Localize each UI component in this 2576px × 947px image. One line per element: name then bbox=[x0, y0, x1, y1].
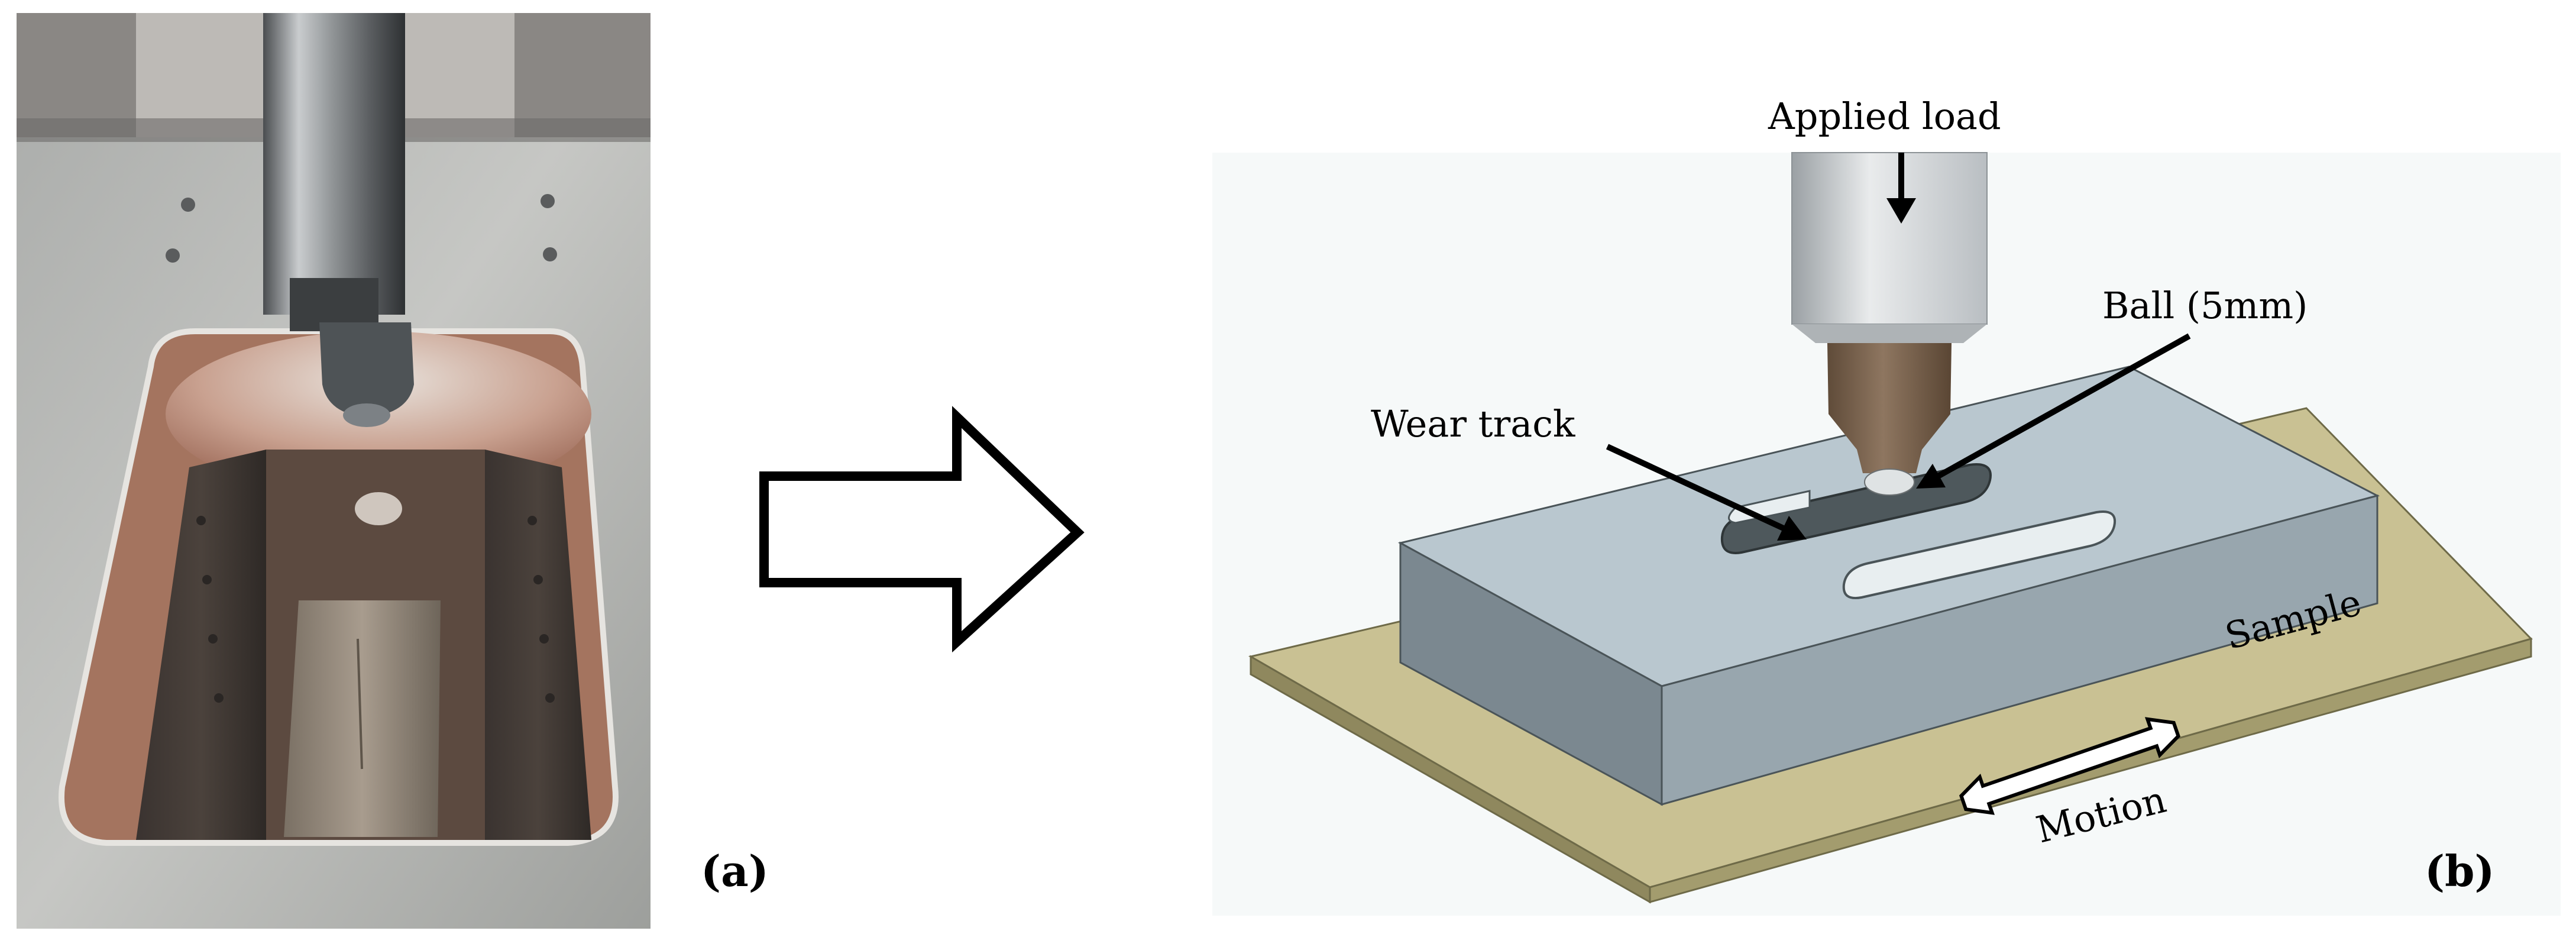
motion-double-arrow bbox=[1959, 717, 2180, 815]
specimen-track bbox=[357, 638, 363, 770]
vent-holes bbox=[196, 516, 555, 703]
ball-holder bbox=[319, 322, 414, 417]
pin-holder-flange bbox=[1792, 324, 1987, 343]
screw-holes bbox=[166, 194, 557, 263]
panel-b-schematic: Applied load Ball (5mm) Wear track Sampl… bbox=[1212, 95, 2561, 916]
panel-a-label: (a) bbox=[701, 846, 769, 896]
ball-label: Ball (5mm) bbox=[2102, 284, 2308, 327]
applied-load-label: Applied load bbox=[1768, 95, 2001, 138]
pin-holder-upper bbox=[1791, 152, 1988, 325]
specimen-block bbox=[284, 600, 441, 837]
ball-arrowhead bbox=[1916, 464, 1946, 489]
ball-holder-body bbox=[1827, 343, 1952, 473]
wear-track-arrow bbox=[1606, 444, 1788, 532]
transition-arrow bbox=[759, 406, 1085, 653]
chamber-rim bbox=[59, 328, 619, 846]
left-wall bbox=[136, 450, 266, 840]
wear-track-arrowhead bbox=[1777, 516, 1807, 541]
ball-tip bbox=[343, 403, 390, 427]
sample-front-face bbox=[1661, 494, 2378, 806]
ball-arrow bbox=[1933, 333, 2191, 481]
applied-load-arrowhead bbox=[1886, 198, 1916, 224]
panel-a-photo bbox=[17, 13, 651, 929]
right-wall bbox=[485, 450, 591, 840]
debris bbox=[355, 492, 402, 525]
wear-track-lower bbox=[1842, 510, 2117, 599]
panel-b-label: (b) bbox=[2425, 846, 2494, 896]
wear-track-label: Wear track bbox=[1371, 402, 1575, 445]
rod bbox=[263, 13, 405, 315]
ball bbox=[1864, 468, 1915, 496]
